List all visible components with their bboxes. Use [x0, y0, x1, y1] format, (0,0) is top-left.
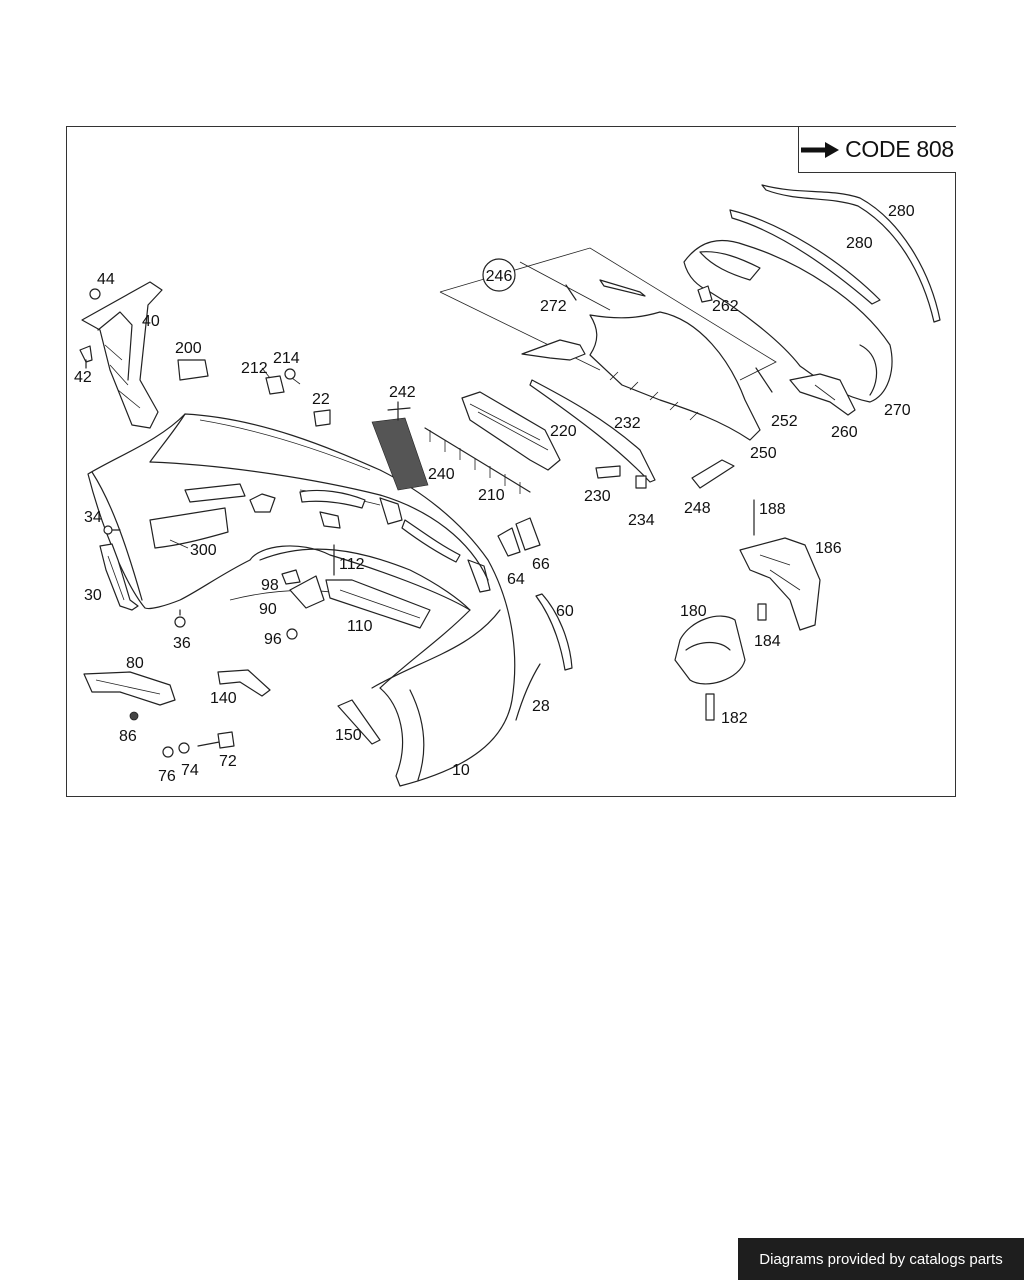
label-98: 98 [261, 577, 279, 594]
label-200: 200 [175, 340, 202, 357]
label-60: 60 [556, 603, 574, 620]
label-182: 182 [721, 710, 748, 727]
diagram-frame [66, 126, 956, 797]
label-36: 36 [173, 635, 191, 652]
label-86: 86 [119, 728, 137, 745]
label-40: 40 [142, 313, 160, 330]
label-76: 76 [158, 768, 176, 785]
label-300: 300 [190, 542, 217, 559]
label-90: 90 [259, 601, 277, 618]
label-96: 96 [264, 631, 282, 648]
label-66: 66 [532, 556, 550, 573]
part-40-side-bracket [79, 281, 163, 429]
label-180: 180 [680, 603, 707, 620]
label-110: 110 [347, 618, 373, 635]
part-110-lower-bracket [281, 544, 431, 640]
label-232: 232 [614, 415, 641, 432]
part-186-exhaust-bracket [674, 499, 821, 721]
label-184: 184 [754, 633, 781, 650]
part-80-mount-bracket [83, 669, 381, 758]
label-112: 112 [339, 556, 365, 573]
part-270-upper-cover [683, 184, 941, 403]
label-42: 42 [74, 369, 92, 386]
label-280-upper: 280 [888, 203, 915, 220]
part-220-center-bracket [424, 391, 561, 494]
part-246-diffuser-group [439, 247, 777, 489]
label-234: 234 [628, 512, 655, 529]
label-44: 44 [97, 271, 115, 288]
label-272: 272 [540, 298, 567, 315]
code-808-badge: CODE 808 [798, 127, 956, 173]
label-220: 220 [550, 423, 577, 440]
leader-lines [169, 367, 301, 549]
label-140: 140 [210, 690, 237, 707]
part-240-grille-mesh [371, 401, 429, 491]
label-248: 248 [684, 500, 711, 517]
label-210: 210 [478, 487, 505, 504]
label-186: 186 [815, 540, 842, 557]
part-number-labels: 10 22 28 30 34 36 40 42 44 60 64 66 72 7… [74, 203, 915, 785]
label-212: 212 [241, 360, 268, 377]
label-214: 214 [273, 350, 300, 367]
label-34: 34 [84, 509, 102, 526]
label-30: 30 [84, 587, 102, 604]
label-64: 64 [507, 571, 525, 588]
label-22: 22 [312, 391, 330, 408]
part-200-cover-plate [177, 359, 331, 427]
label-74: 74 [181, 762, 199, 779]
label-262: 262 [712, 298, 739, 315]
label-230: 230 [584, 488, 611, 505]
label-270: 270 [884, 402, 911, 419]
label-250: 250 [750, 445, 777, 462]
label-188: 188 [759, 501, 786, 518]
label-28: 28 [532, 698, 550, 715]
group-246-label: 246 [486, 268, 513, 285]
label-242: 242 [389, 384, 416, 401]
footer-credit: Diagrams provided by catalogs parts [738, 1238, 1024, 1280]
label-10: 10 [452, 762, 470, 779]
label-260: 260 [831, 424, 858, 441]
right-arrow-icon [801, 141, 840, 158]
label-280-lower: 280 [846, 235, 873, 252]
label-72: 72 [219, 753, 237, 770]
label-252: 252 [771, 413, 798, 430]
part-30-side-guide [99, 525, 186, 628]
part-260-rear-bracket [755, 367, 856, 416]
part-60-side-trim [497, 517, 573, 721]
code-label: CODE 808 [845, 136, 954, 162]
part-10-bumper-cover [87, 413, 516, 787]
label-150: 150 [335, 727, 362, 744]
label-240: 240 [428, 466, 455, 483]
label-80: 80 [126, 655, 144, 672]
group-246-circle [482, 258, 516, 292]
